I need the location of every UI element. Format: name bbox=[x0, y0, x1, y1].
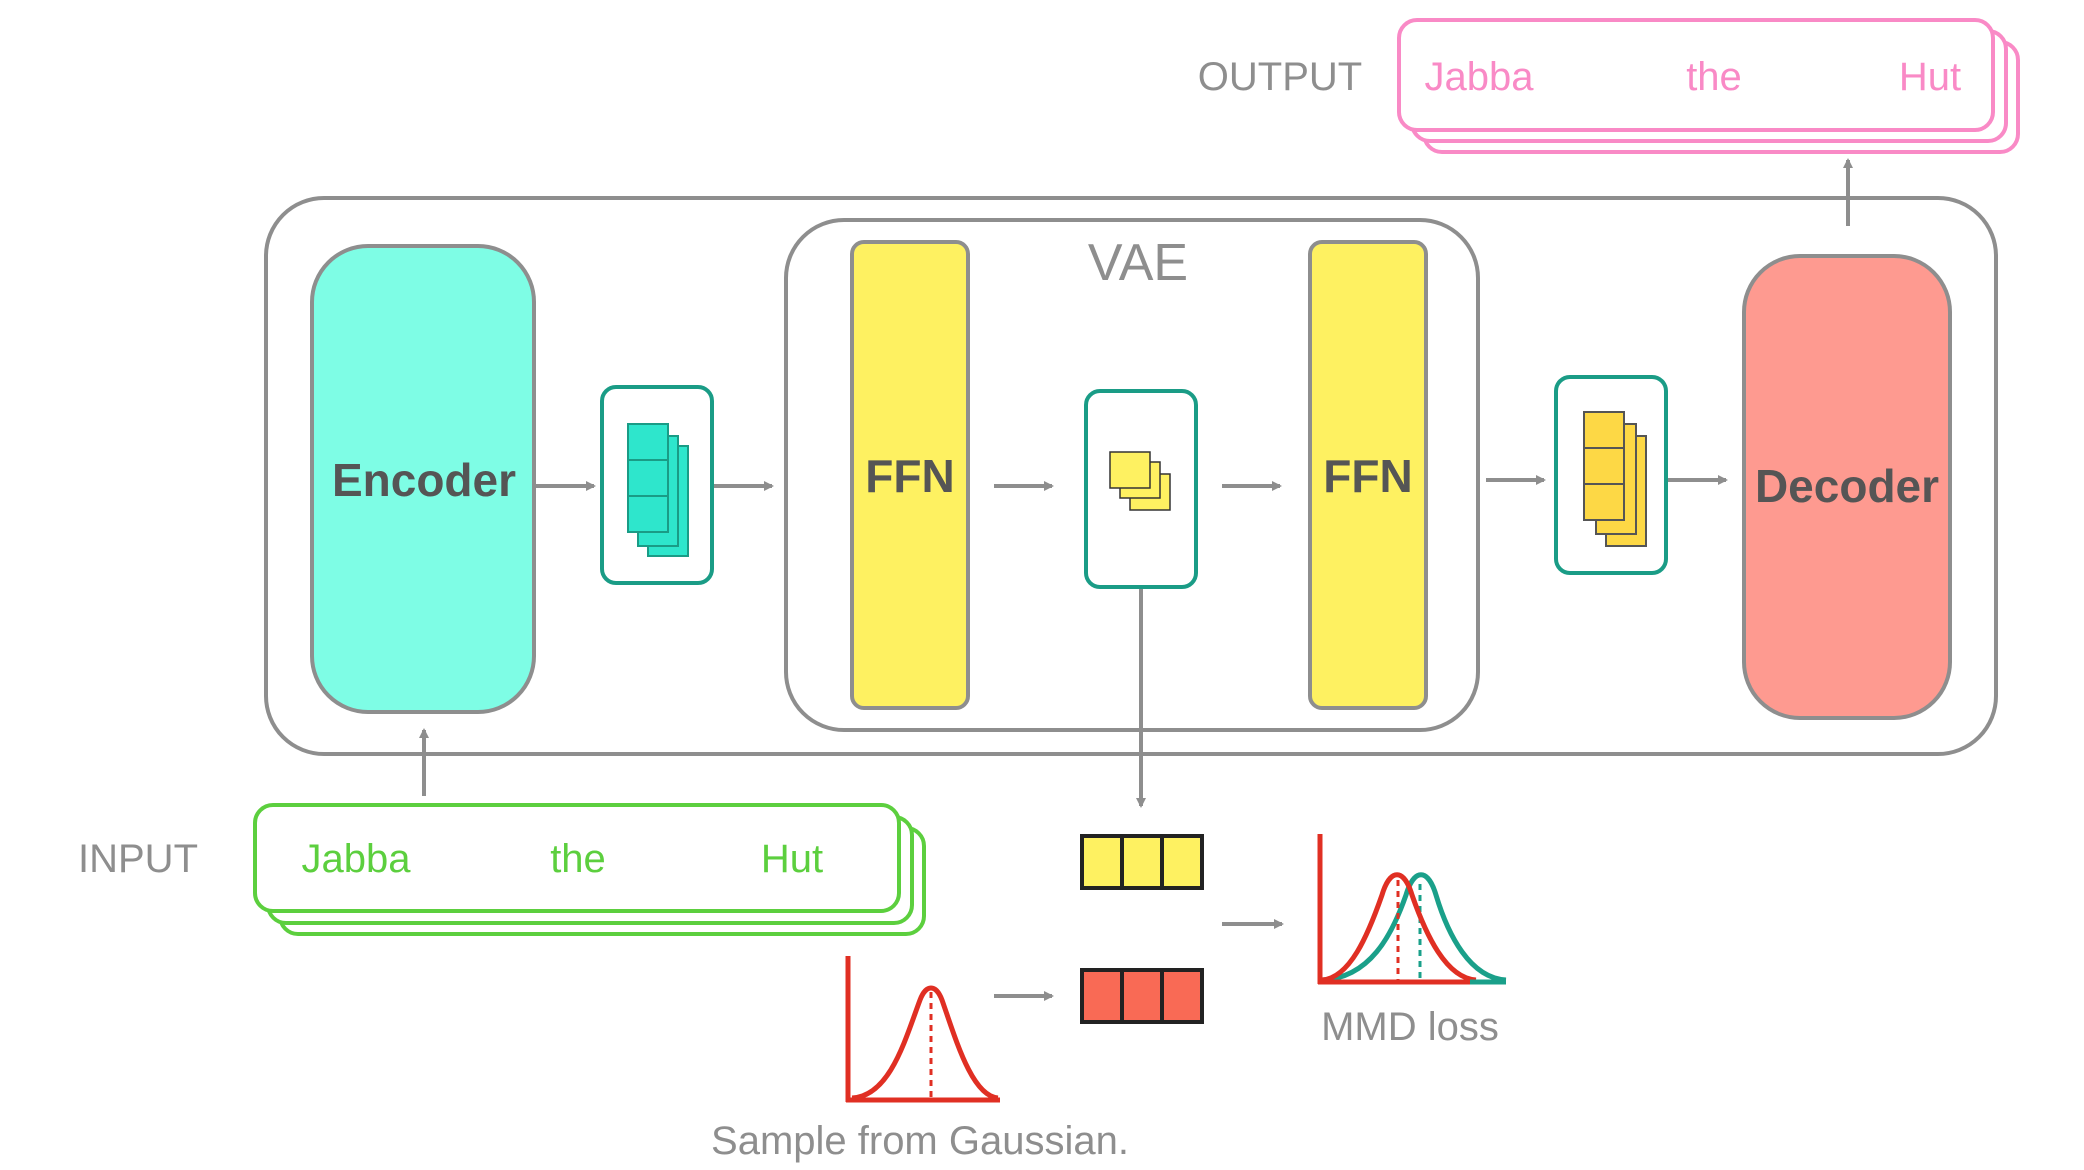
ffn-left-block: FFN bbox=[850, 240, 970, 710]
output-label: OUTPUT bbox=[1198, 55, 1362, 99]
ffn-left-label: FFN bbox=[865, 450, 954, 502]
decoder-label: Decoder bbox=[1755, 460, 1939, 512]
decoder-block: Decoder bbox=[1742, 254, 1952, 720]
encoder-output-embedding bbox=[600, 385, 714, 585]
output-token-2: the bbox=[1686, 55, 1742, 99]
ffn-right-block: FFN bbox=[1308, 240, 1428, 710]
gaussian-sample-row bbox=[1080, 968, 1204, 1024]
mmd-loss-icon bbox=[1317, 834, 1507, 985]
sample-caption: Sample from Gaussian. bbox=[711, 1119, 1129, 1163]
output-sequence: OUTPUT Jabba the Hut bbox=[1198, 18, 2020, 154]
latent-code bbox=[1084, 389, 1198, 589]
gaussian-distribution-icon bbox=[845, 956, 1000, 1103]
ffn-right-label: FFN bbox=[1323, 450, 1412, 502]
input-token-2: the bbox=[550, 837, 606, 881]
input-sequence: INPUT Jabba the Hut bbox=[78, 803, 926, 936]
vae-label: VAE bbox=[1088, 234, 1188, 292]
model-frame bbox=[264, 196, 1998, 756]
decoder-input-embedding bbox=[1554, 375, 1668, 575]
encoder-block: Encoder bbox=[310, 244, 536, 714]
output-token-3: Hut bbox=[1899, 55, 1961, 99]
mmd-loss-caption: MMD loss bbox=[1321, 1005, 1499, 1049]
encoder-label: Encoder bbox=[332, 454, 516, 506]
input-token-3: Hut bbox=[761, 837, 823, 881]
vae-frame: VAE bbox=[784, 218, 1480, 732]
input-label: INPUT bbox=[78, 837, 198, 881]
output-token-1: Jabba bbox=[1425, 55, 1535, 99]
input-token-1: Jabba bbox=[302, 837, 412, 881]
latent-sample-row bbox=[1080, 834, 1204, 890]
